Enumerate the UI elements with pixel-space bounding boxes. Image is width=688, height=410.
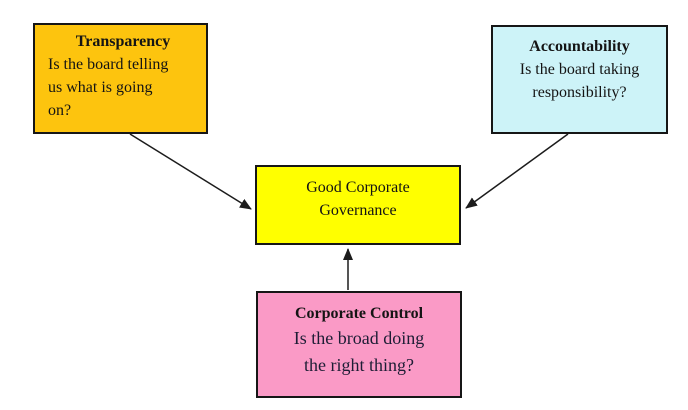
node-transparency: Transparency Is the board telling us wha… <box>33 23 208 134</box>
control-title: Corporate Control <box>294 305 424 322</box>
node-governance: Good Corporate Governance <box>255 165 461 245</box>
arrow-accountability-to-governance <box>465 133 569 209</box>
arrow-transparency-to-governance <box>129 133 252 210</box>
accountability-title: Accountability <box>529 38 630 55</box>
governance-title: Good Corporate Governance <box>306 179 410 219</box>
transparency-title: Transparency <box>75 33 171 50</box>
control-body: Is the broad doing the right thing? <box>293 328 425 375</box>
accountability-body: Is the board taking responsibility? <box>519 61 640 101</box>
transparency-body: Is the board telling us what is going on… <box>48 56 169 119</box>
node-control: Corporate Control Is the broad doing the… <box>256 291 462 398</box>
node-accountability: Accountability Is the board taking respo… <box>491 25 668 134</box>
